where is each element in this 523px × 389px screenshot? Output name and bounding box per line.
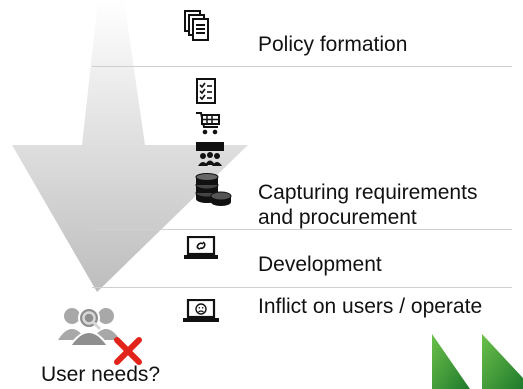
green-chevron-logo [432,334,523,389]
divider-2 [92,229,512,230]
meeting-icon [196,142,224,166]
laptop-sad-face-icon [183,299,219,323]
coins-icon [194,173,232,209]
red-x-icon [113,336,143,366]
stage-label-operate: Inflict on users / operate [258,295,483,318]
stage-label-policy: Policy formation [258,33,408,56]
divider-1 [92,66,512,67]
documents-icon [184,10,210,42]
stage-label-requirements-text: Capturing requirements and procurement [258,181,478,229]
shopping-cart-icon [195,110,221,136]
divider-3 [92,287,512,288]
laptop-code-icon [184,236,218,260]
downward-arrow [12,0,248,292]
stage-label-development: Development [258,253,382,276]
users-icon [58,302,120,346]
checklist-icon [196,78,216,104]
user-needs-label: User needs? [41,363,161,386]
stage-label-requirements: Capturing requirements and procurement [258,180,477,230]
